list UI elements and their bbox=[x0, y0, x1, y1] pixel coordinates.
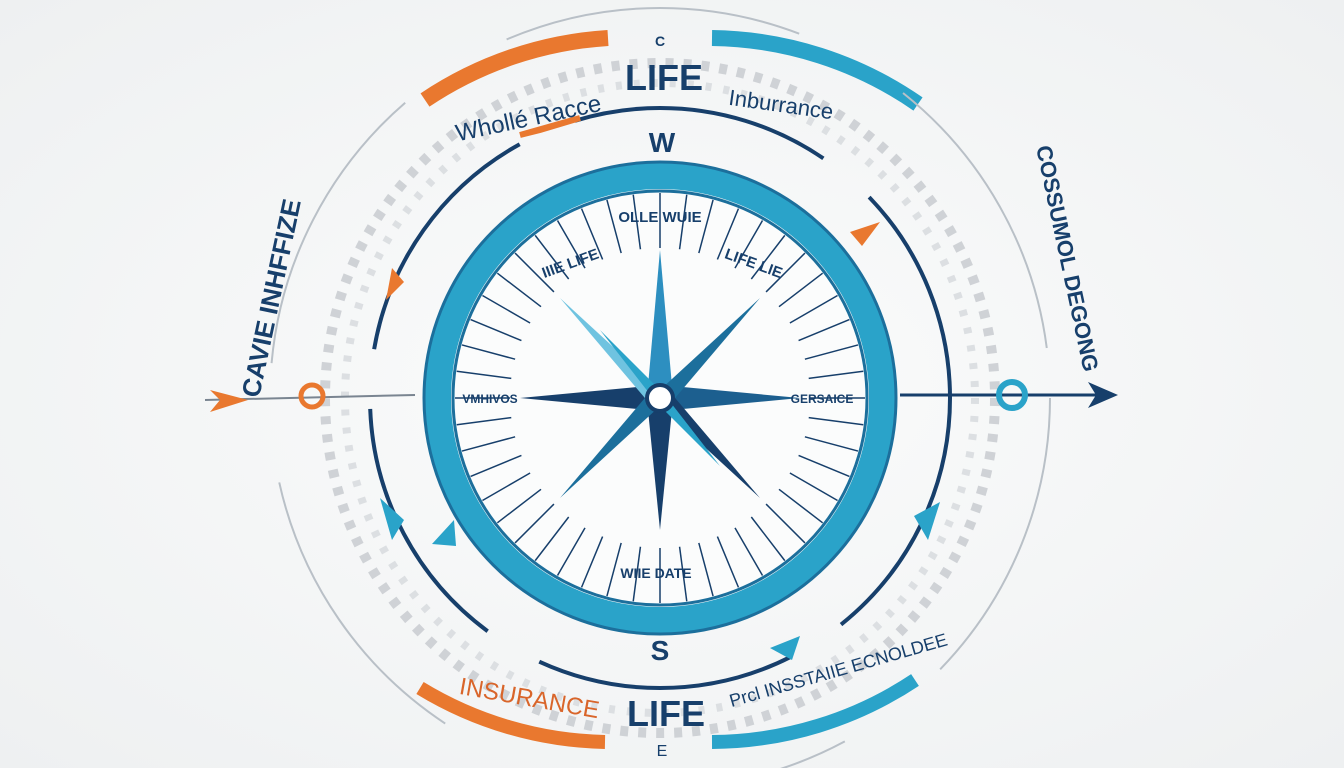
compass-tick bbox=[470, 454, 522, 478]
blue-arrow-icon bbox=[914, 502, 940, 540]
arrow-right-icon bbox=[900, 379, 1118, 411]
compass-letter-s: S bbox=[651, 635, 670, 666]
compass-tick bbox=[778, 272, 824, 308]
compass-tick bbox=[482, 472, 531, 502]
compass-tick bbox=[698, 199, 714, 254]
compass-tick bbox=[804, 436, 859, 452]
compass-tick bbox=[678, 546, 688, 602]
compass-tick bbox=[456, 370, 512, 380]
top-left-label: Whollé Racce bbox=[453, 90, 603, 147]
left-side-label: CAVIE INHFFIZE bbox=[236, 196, 307, 400]
thin-ring bbox=[269, 7, 1051, 768]
compass-tick bbox=[798, 318, 850, 342]
compass-tick bbox=[482, 294, 531, 324]
compass-tick bbox=[606, 542, 622, 597]
arrow-left-icon bbox=[204, 382, 416, 412]
compass-tick bbox=[534, 516, 570, 562]
bottom-title: LIFE bbox=[627, 693, 705, 734]
inner-right: GERSAICE bbox=[791, 392, 854, 406]
compass-tick bbox=[580, 536, 604, 588]
dashed-ring-outer bbox=[320, 58, 1000, 738]
ring-edge bbox=[422, 160, 898, 636]
orange-arrow-icon bbox=[519, 115, 581, 138]
bottom-cardinal: E bbox=[657, 743, 668, 760]
compass-tick bbox=[470, 318, 522, 342]
blue-arrow-icon bbox=[380, 498, 404, 540]
blue-arc-bottom bbox=[711, 674, 919, 749]
compass-tick bbox=[808, 370, 864, 380]
compass-tick bbox=[678, 194, 688, 250]
compass-tick bbox=[789, 294, 838, 324]
inner-left: VMHIVOS bbox=[462, 392, 517, 406]
top-cardinal: C bbox=[655, 33, 665, 49]
compass-tick bbox=[496, 488, 542, 524]
right-side-label: COSSUMOL DEGONG bbox=[1031, 143, 1103, 374]
orange-arc-top bbox=[420, 30, 609, 107]
compass-tick bbox=[514, 252, 555, 293]
compass-tick bbox=[534, 234, 570, 280]
compass-tick bbox=[765, 252, 806, 293]
compass-tick bbox=[632, 194, 642, 250]
orange-arrow-icon bbox=[386, 268, 404, 300]
compass-tick bbox=[632, 546, 642, 602]
inner-top-center: OLLE WUIE bbox=[618, 209, 701, 226]
inner-bottom: WIIE DATE bbox=[620, 565, 691, 581]
compass-tick bbox=[698, 542, 714, 597]
compass-tick bbox=[778, 488, 824, 524]
compass-tick bbox=[750, 516, 786, 562]
compass-tick bbox=[734, 527, 764, 576]
compass-tick bbox=[734, 220, 764, 269]
compass-tick bbox=[716, 208, 740, 260]
dashed-ring-inner bbox=[341, 79, 979, 717]
compass-tick bbox=[580, 208, 604, 260]
orange-arrow-icon bbox=[850, 222, 880, 246]
compass-tick bbox=[765, 503, 806, 544]
compass-tick bbox=[606, 199, 622, 254]
compass-tick bbox=[804, 344, 859, 360]
blue-compass-ring bbox=[425, 163, 895, 633]
compass-tick bbox=[496, 272, 542, 308]
top-title: LIFE bbox=[625, 57, 703, 98]
compass-tick bbox=[808, 416, 864, 426]
compass-tick bbox=[514, 503, 555, 544]
orange-arc-bottom bbox=[416, 682, 606, 749]
navy-ring bbox=[368, 106, 952, 690]
compass-tick bbox=[461, 436, 516, 452]
blue-arrow-icon bbox=[770, 636, 800, 660]
compass-tick bbox=[716, 536, 740, 588]
blue-arrow-icon bbox=[432, 520, 456, 546]
blue-arc-top bbox=[711, 30, 923, 111]
compass-ticks bbox=[455, 193, 865, 603]
compass-tick bbox=[750, 234, 786, 280]
compass-tick bbox=[798, 454, 850, 478]
compass-tick bbox=[789, 472, 838, 502]
compass-tick bbox=[556, 220, 586, 269]
compass-tick bbox=[556, 527, 586, 576]
compass-letter-w: W bbox=[649, 127, 676, 158]
compass-tick bbox=[461, 344, 516, 360]
compass-tick bbox=[456, 416, 512, 426]
compass-rose-icon bbox=[520, 250, 800, 530]
